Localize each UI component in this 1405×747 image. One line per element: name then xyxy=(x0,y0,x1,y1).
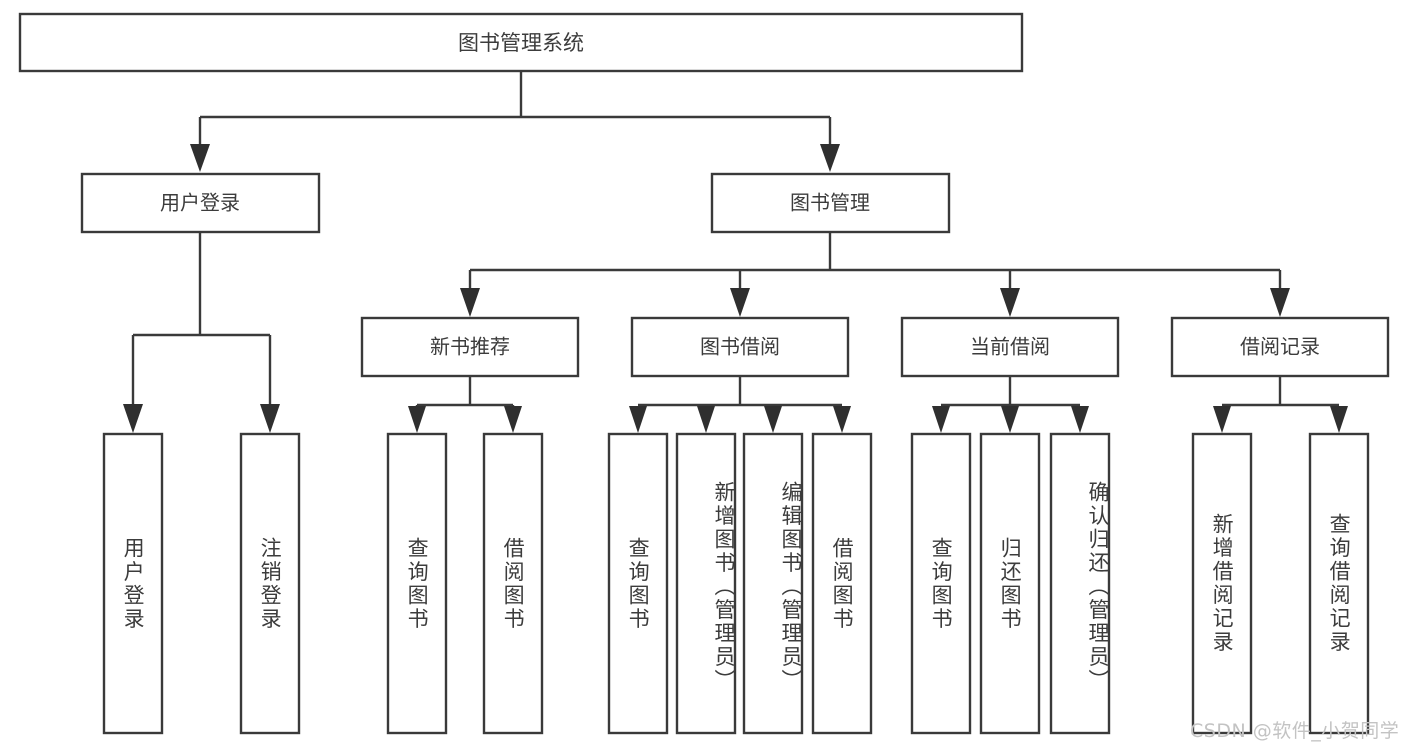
leaf-box-current-borrow-1[interactable] xyxy=(910,432,972,735)
leaf-box-borrow-record-2[interactable] xyxy=(1308,432,1370,735)
leaf-box-current-borrow-2[interactable] xyxy=(979,432,1041,735)
node-new-book-recommend[interactable]: 新书推荐 xyxy=(360,316,580,378)
arrow-leaf-current-borrow-3 xyxy=(1071,406,1089,433)
leaf-box-new-book-1[interactable] xyxy=(386,432,448,735)
arrow-to-user-login xyxy=(190,144,210,172)
connector-layer xyxy=(123,71,1348,433)
node-book-manage-box[interactable] xyxy=(710,172,951,234)
node-borrow-record[interactable]: 借阅记录 xyxy=(1170,316,1390,378)
csdn-watermark: CSDN @软件_小贺同学 xyxy=(1190,720,1400,742)
arrow-to-new-book xyxy=(460,288,480,317)
node-user-login-box[interactable] xyxy=(80,172,321,234)
node-new-book-recommend-box[interactable] xyxy=(360,316,580,378)
arrow-leaf-book-borrow-3 xyxy=(764,406,782,433)
node-borrow-record-label: 借阅记录 xyxy=(1240,335,1320,359)
node-user-login-label: 用户登录 xyxy=(160,191,240,215)
arrow-to-book-manage xyxy=(820,144,840,172)
arrow-leaf-user-login-1 xyxy=(123,404,143,433)
arrow-leaf-current-borrow-2 xyxy=(1001,406,1019,433)
arrow-leaf-user-login-2 xyxy=(260,404,280,433)
node-current-borrow[interactable]: 当前借阅 xyxy=(900,316,1120,378)
arrow-leaf-book-borrow-4 xyxy=(833,406,851,433)
leaf-box-current-borrow-3[interactable] xyxy=(1049,432,1111,735)
arrow-to-book-borrow xyxy=(730,288,750,317)
arrow-to-borrow-record xyxy=(1270,288,1290,317)
node-new-book-recommend-label: 新书推荐 xyxy=(430,335,510,359)
node-book-borrow-box[interactable] xyxy=(630,316,850,378)
leaf-box-book-borrow-4[interactable] xyxy=(811,432,873,735)
leaf-box-new-book-2[interactable] xyxy=(482,432,544,735)
node-book-manage-label: 图书管理 xyxy=(790,191,870,215)
node-user-login[interactable]: 用户登录 xyxy=(80,172,321,234)
node-book-manage[interactable]: 图书管理 xyxy=(710,172,951,234)
arrow-leaf-new-book-2 xyxy=(504,406,522,433)
arrow-leaf-new-book-1 xyxy=(408,406,426,433)
arrow-leaf-current-borrow-1 xyxy=(932,406,950,433)
leaf-box-user-login-2[interactable] xyxy=(239,432,301,735)
leaf-box-book-borrow-1[interactable] xyxy=(607,432,669,735)
node-current-borrow-label: 当前借阅 xyxy=(970,335,1050,359)
arrow-leaf-book-borrow-1 xyxy=(629,406,647,433)
arrow-leaf-borrow-record-2 xyxy=(1330,406,1348,433)
arrow-leaf-borrow-record-1 xyxy=(1213,406,1231,433)
node-root[interactable]: 图书管理系统 xyxy=(18,12,1024,73)
node-book-borrow-label: 图书借阅 xyxy=(700,335,780,359)
node-root-label: 图书管理系统 xyxy=(458,31,584,55)
arrow-to-current-borrow xyxy=(1000,288,1020,317)
node-current-borrow-box[interactable] xyxy=(900,316,1120,378)
leaf-box-book-borrow-3[interactable] xyxy=(742,432,804,735)
leaf-box-book-borrow-2[interactable] xyxy=(675,432,737,735)
node-borrow-record-box[interactable] xyxy=(1170,316,1390,378)
node-book-borrow[interactable]: 图书借阅 xyxy=(630,316,850,378)
leaf-box-borrow-record-1[interactable] xyxy=(1191,432,1253,735)
node-root-box[interactable] xyxy=(18,12,1024,73)
arrow-leaf-book-borrow-2 xyxy=(697,406,715,433)
leaf-box-user-login-1[interactable] xyxy=(102,432,164,735)
